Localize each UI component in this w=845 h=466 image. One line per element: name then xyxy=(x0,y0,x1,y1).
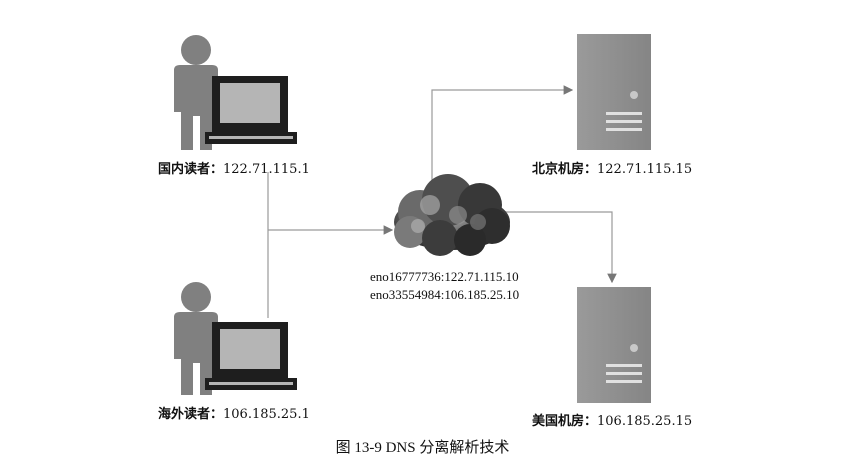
beijing-server-name: 北京机房： xyxy=(532,162,598,177)
beijing-server-label: 北京机房：122.71.115.15 xyxy=(532,158,692,177)
dns-to-beijing-arrow xyxy=(431,85,574,196)
beijing-server-icon xyxy=(577,34,651,150)
beijing-server-ip: 122.71.115.15 xyxy=(597,162,693,177)
dns-cloud-icon xyxy=(394,174,510,256)
domestic-reader-icon xyxy=(174,35,297,150)
figure-caption: 图 13-9 DNS 分离解析技术 xyxy=(335,440,510,456)
connection-lines xyxy=(267,85,617,318)
usa-server-name: 美国机房： xyxy=(532,414,598,429)
dns-interface-1: eno16777736:122.71.115.10 xyxy=(370,269,519,284)
overseas-reader-ip: 106.185.25.1 xyxy=(223,407,310,422)
overseas-reader-label: 海外读者：106.185.25.1 xyxy=(158,403,310,422)
dns-interfaces: eno16777736:122.71.115.10 eno33554984:10… xyxy=(370,268,519,304)
domestic-reader-label: 国内读者：122.71.115.1 xyxy=(158,158,310,177)
overseas-reader-name: 海外读者： xyxy=(158,407,224,422)
usa-server-ip: 106.185.25.15 xyxy=(597,414,693,429)
usa-server-label: 美国机房：106.185.25.15 xyxy=(532,410,692,429)
domestic-reader-ip: 122.71.115.1 xyxy=(223,162,310,177)
dns-to-usa-arrow xyxy=(500,211,617,284)
usa-server-icon xyxy=(577,287,651,403)
domestic-reader-name: 国内读者： xyxy=(158,162,224,177)
dns-interface-2: eno33554984:106.185.25.10 xyxy=(370,287,520,302)
overseas-reader-icon xyxy=(174,282,297,395)
